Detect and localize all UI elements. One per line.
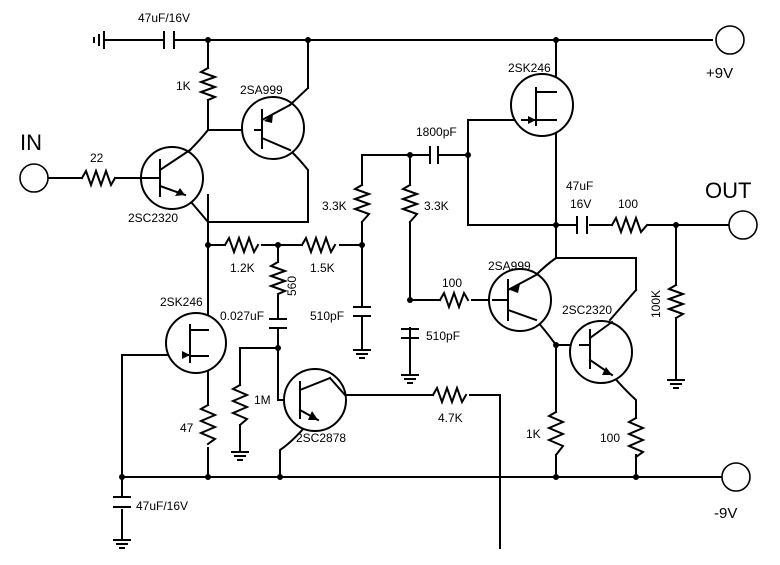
resistor-1-2k (223, 235, 260, 255)
q-2sc2878-label: 2SC2878 (296, 431, 346, 445)
r-1m-label: 1M (254, 393, 271, 407)
resistor-4-7k (431, 385, 468, 405)
capacitors (113, 31, 588, 508)
resistor-22 (80, 168, 117, 188)
resistor-1m (230, 383, 250, 427)
r-1k-top-label: 1K (176, 79, 191, 93)
c-bottom-label: 47uF/16V (136, 499, 188, 513)
r-560-label: 560 (285, 276, 299, 296)
transistor-2sk246-right (510, 73, 574, 137)
vplus-terminal (715, 25, 745, 55)
r-100-bottom-label: 100 (600, 431, 620, 445)
resistor-1k-top (198, 66, 218, 102)
r-1k-bottom-label: 1K (526, 427, 541, 441)
c-0027-label: 0.027uF (220, 309, 264, 323)
ground-icon (113, 539, 131, 549)
input-terminal (19, 163, 49, 193)
q-2sa999-top-label: 2SA999 (240, 83, 283, 97)
ground-icon (231, 451, 249, 461)
ground-icon (667, 379, 685, 389)
c-510-b-label: 510pF (426, 329, 460, 343)
resistor-560 (268, 260, 288, 296)
capacitor-47uf-bottom (113, 496, 131, 508)
vplus-label: +9V (706, 65, 733, 82)
transistor-2sc2878 (283, 368, 347, 432)
resistor-3-3k-a (352, 183, 372, 224)
transistor-2sa999-right (488, 268, 552, 332)
junctions (119, 37, 679, 480)
r-47-label: 47 (180, 421, 194, 435)
c-16v-out-label: 16V (570, 197, 591, 211)
resistor-100k (666, 283, 686, 320)
q-2sc2320-right-label: 2SC2320 (562, 303, 612, 317)
capacitor-0027uf (269, 318, 287, 329)
capacitor-47uf-top (163, 31, 175, 49)
wires (47, 31, 731, 549)
capacitor-510pf-a (353, 306, 371, 317)
r-1-5k-label: 1.5K (310, 261, 335, 275)
capacitor-47uf-out (576, 216, 588, 234)
r-100-base-label: 100 (442, 276, 462, 290)
output-label: OUT (705, 178, 751, 203)
resistor-100-base (438, 290, 470, 310)
q-2sa999-right-label: 2SA999 (488, 259, 531, 273)
output-terminal (728, 210, 758, 240)
ground-icon (353, 349, 371, 359)
r-100-out-label: 100 (618, 197, 638, 211)
ground-icon (401, 341, 419, 384)
transistor-2sc2320-right (569, 320, 633, 384)
q-2sk246-left-label: 2SK246 (160, 295, 203, 309)
terminals (19, 25, 758, 492)
vminus-label: -9V (714, 505, 737, 522)
q-2sk246-right-label: 2SK246 (508, 61, 551, 75)
resistors (80, 66, 686, 459)
resistor-100-out (610, 215, 649, 235)
r-3-3k-a-label: 3.3K (322, 199, 347, 213)
resistor-1k-bottom (546, 410, 566, 457)
r-4-7k-label: 4.7K (438, 411, 463, 425)
resistor-47 (198, 403, 218, 446)
transistor-2sc2320-left (140, 128, 210, 210)
c-1800-label: 1800pF (416, 125, 457, 139)
r-22-label: 22 (90, 151, 104, 165)
resistor-3-3k-b (400, 183, 420, 224)
r-100k-label: 100K (649, 290, 663, 318)
q-2sc2320-left-label: 2SC2320 (128, 211, 178, 225)
transistor-2sk246-left (165, 312, 227, 374)
r-3-3k-b-label: 3.3K (424, 199, 449, 213)
capacitor-510pf-b (401, 328, 419, 339)
c-47uf-out-label: 47uF (566, 179, 593, 193)
resistor-100-bottom (626, 416, 646, 459)
input-label: IN (20, 130, 42, 155)
capacitor-1800pf (429, 146, 439, 164)
r-1-2k-label: 1.2K (230, 261, 255, 275)
c-510-a-label: 510pF (310, 309, 344, 323)
c-top-label: 47uF/16V (138, 11, 190, 25)
transistor-2sa999-top (241, 86, 310, 160)
resistor-1-5k (300, 235, 337, 255)
vminus-terminal (721, 462, 751, 492)
grounds (113, 341, 685, 549)
